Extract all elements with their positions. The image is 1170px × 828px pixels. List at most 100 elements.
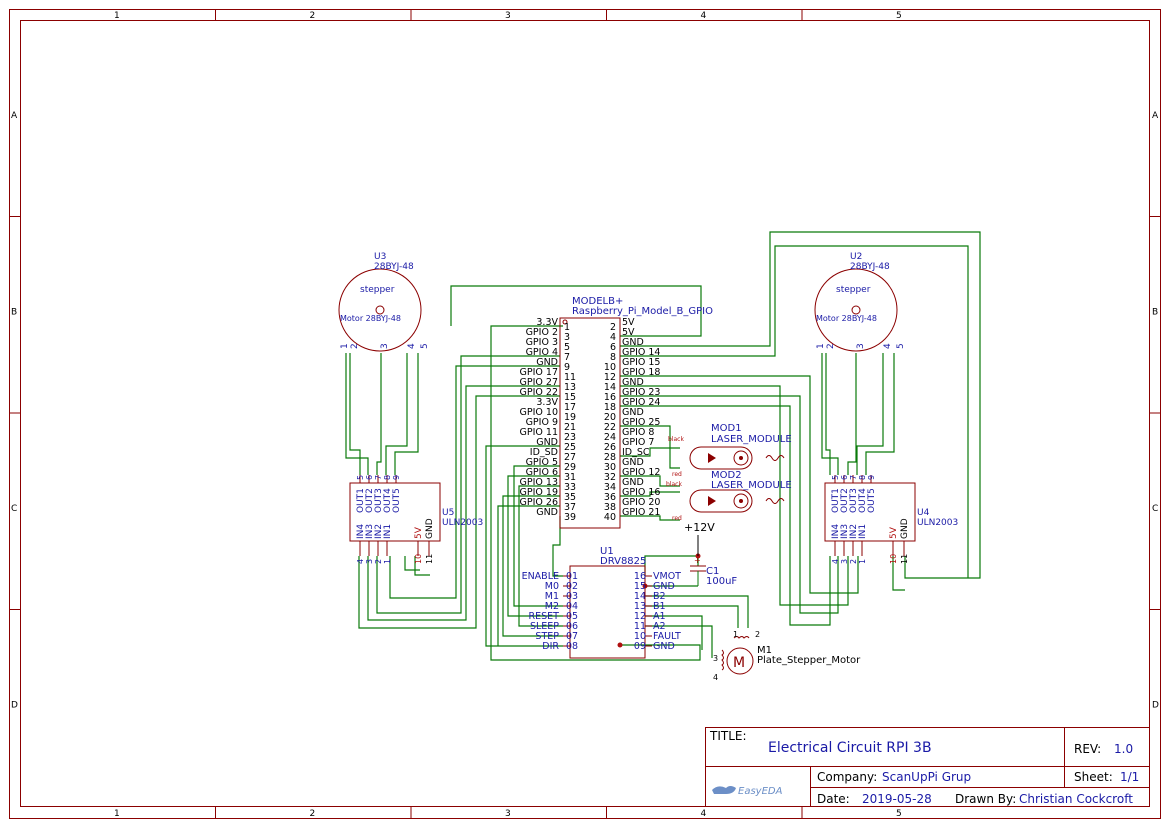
drv-pin-label: RESET <box>529 611 560 622</box>
uln-pin-number: 6 <box>365 475 374 480</box>
drv-pin-label: ENABLE <box>522 571 559 582</box>
drawn-by-value: Christian Cockcroft <box>1019 792 1133 806</box>
rpi-pin-label: 3.3V <box>536 317 558 328</box>
stepper-pin-number: 1 <box>816 343 826 349</box>
rpi-pin-label: GPIO 19 <box>520 487 558 498</box>
rpi-pin-number: 10 <box>604 362 616 373</box>
drv-pin-label: GND <box>653 581 675 592</box>
uln-pin-number: 6 <box>840 475 849 480</box>
rpi-pin-number: 16 <box>604 392 616 403</box>
uln-output-label: OUT4 <box>858 488 868 513</box>
mod2-designator: MOD2 <box>711 470 742 481</box>
rpi-pin-label: GPIO 22 <box>520 387 558 398</box>
uln-output-label: OUT1 <box>831 488 841 513</box>
rpi-pin-label: GPIO 9 <box>526 417 558 428</box>
laser-module-1: black red MOD1 LASER_MODULE <box>668 423 792 478</box>
uln-input-label: IN3 <box>840 524 850 539</box>
rpi-pin-number: 14 <box>604 382 616 393</box>
rpi-pin-label: GND <box>622 407 644 418</box>
stepper-pin-number: 1 <box>340 343 350 349</box>
stepper-u3: U3 28BYJ-48 stepper Motor 28BYJ-48 <box>338 252 422 352</box>
uln-pin-number: 4 <box>356 559 365 564</box>
rpi-pin-label: GPIO 5 <box>526 457 558 468</box>
drv-pin-number: 01 <box>566 571 578 582</box>
column-marker-bottom: 4 <box>701 809 707 819</box>
rpi-pin-label: GND <box>622 377 644 388</box>
rpi-pin-label: GPIO 16 <box>622 487 660 498</box>
company-label: Company: <box>817 770 877 784</box>
uln-pin-number: 9 <box>392 475 401 480</box>
svg-text:U2: U2 <box>850 252 862 262</box>
rpi-pin-number: 6 <box>610 342 616 353</box>
stepper-pin-number: 5 <box>420 343 430 349</box>
rpi-pin-label: GPIO 6 <box>526 467 558 478</box>
uln-output-label: OUT3 <box>374 488 384 513</box>
rpi-pin-number: 31 <box>564 472 576 483</box>
rpi-pin-number: 37 <box>564 502 576 513</box>
m1-value: Plate_Stepper_Motor <box>757 655 861 666</box>
stepper-pin-number: 2 <box>350 343 360 349</box>
drv-value: DRV8825 <box>600 556 646 567</box>
column-marker-top: 1 <box>114 11 120 21</box>
drv-pin-label: M0 <box>545 581 559 592</box>
drv-pin-label: FAULT <box>653 631 681 642</box>
rpi-pin-number: 22 <box>604 422 616 433</box>
rpi-pin-label: GPIO 11 <box>520 427 558 438</box>
sheet-label: Sheet: <box>1074 770 1113 784</box>
uln-input-label: 5V <box>889 526 899 539</box>
stepper-pin-number: 3 <box>380 343 390 349</box>
rpi-pin-label: ID_SD <box>530 447 558 458</box>
svg-text:black: black <box>666 481 682 488</box>
stepper-pin-number: 5 <box>896 343 906 349</box>
svg-text:28BYJ-48: 28BYJ-48 <box>850 262 890 272</box>
uln-pin-number: 8 <box>858 475 867 480</box>
laser-module-2: black red MOD2 LASER_MODULE <box>666 470 792 522</box>
uln-output-label: OUT5 <box>867 488 877 513</box>
svg-text:U5: U5 <box>442 508 454 518</box>
rpi-pin-label: GND <box>536 507 558 518</box>
rpi-pin-label: GPIO 20 <box>622 497 660 508</box>
rpi-pin-label: GND <box>622 337 644 348</box>
uln-pin-number: 8 <box>383 475 392 480</box>
rpi-pin-label: GPIO 3 <box>526 337 558 348</box>
rpi-pin-label: GPIO 27 <box>520 377 558 388</box>
column-marker-top: 5 <box>896 11 902 21</box>
mod2-value: LASER_MODULE <box>711 480 792 491</box>
uln-input-label: GND <box>900 518 910 539</box>
drv-pin-label: GND <box>653 641 675 652</box>
rpi-pin-label: GND <box>622 477 644 488</box>
uln-input-label: IN2 <box>849 524 859 539</box>
svg-text:black: black <box>668 436 684 443</box>
svg-text:M: M <box>733 655 745 671</box>
rpi-pin-number: 39 <box>564 512 576 523</box>
rpi-pin-label: GPIO 15 <box>622 357 660 368</box>
drv-pin-number: 03 <box>566 591 578 602</box>
supply-12v: +12V <box>684 521 715 534</box>
rpi-pin-label: ID_SC <box>622 447 650 458</box>
row-marker-left: B <box>11 308 17 318</box>
rpi-pin-label: GPIO 7 <box>622 437 654 448</box>
uln-pin-number: 1 <box>383 559 392 564</box>
rpi-pin-label: GND <box>622 457 644 468</box>
stepper-pin-number: 4 <box>883 343 893 349</box>
uln-output-label: OUT3 <box>849 488 859 513</box>
rpi-pin-number: 12 <box>604 372 616 383</box>
svg-text:Motor 28BYJ-48: Motor 28BYJ-48 <box>816 314 877 323</box>
rpi-pin-number: 25 <box>564 442 576 453</box>
rpi-pin-number: 29 <box>564 462 576 473</box>
svg-text:Motor 28BYJ-48: Motor 28BYJ-48 <box>340 314 401 323</box>
date-value: 2019-05-28 <box>862 792 932 806</box>
row-marker-left: C <box>11 504 17 514</box>
drv-pin-number: 05 <box>566 611 578 622</box>
capacitor-c1: + C1 100uF +12V <box>684 521 737 587</box>
rpi-designator: MODELB+ <box>572 296 623 307</box>
rpi-pin-label: GND <box>536 357 558 368</box>
svg-text:4: 4 <box>713 673 718 682</box>
row-marker-right: B <box>1152 308 1158 318</box>
rpi-pin-number: 11 <box>564 372 576 383</box>
rev-label: REV: <box>1074 742 1101 756</box>
rpi-pin-label: GPIO 26 <box>520 497 558 508</box>
svg-text:stepper: stepper <box>360 285 395 295</box>
uln-output-label: OUT2 <box>840 488 850 513</box>
svg-text:U3: U3 <box>374 252 386 262</box>
